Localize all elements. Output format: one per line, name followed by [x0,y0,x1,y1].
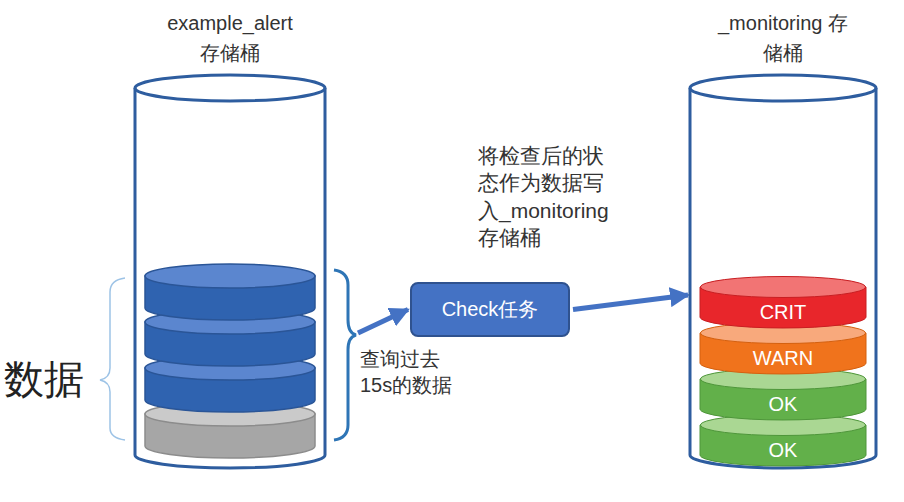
task-box: Check任务 [410,282,570,337]
flow-arrow [573,295,688,310]
status-label: OK [769,393,798,415]
task-label: Check任务 [442,296,539,323]
status-disk: OK [700,368,866,420]
blue-data-disk [145,264,315,320]
storage-bucket-cylinder: example_alert 存储桶 [133,8,327,468]
edge-label: 查询过去 15s的数据 [360,346,460,398]
status-label: CRIT [760,301,807,323]
status-disk: WARN [700,322,866,374]
edge-label: 将检查后的状 态作为数据写 入_monitoring 存储桶 [478,142,628,251]
bucket-title: _monitoring 存储桶 [708,8,858,68]
bucket-title: example_alert 存储桶 [155,8,305,68]
data-brace [100,278,125,440]
storage-bucket-cylinder: _monitoring 存储桶 CRIT WARN OK OK [688,8,878,468]
status-label: OK [769,439,798,461]
status-label: WARN [753,347,813,369]
query-bracket [334,270,356,440]
flow-arrow [358,310,408,334]
data-label: 数据 [4,352,84,407]
status-disk: CRIT [700,276,866,328]
status-disk: OK [700,414,866,466]
cylinder-outline [133,8,327,468]
